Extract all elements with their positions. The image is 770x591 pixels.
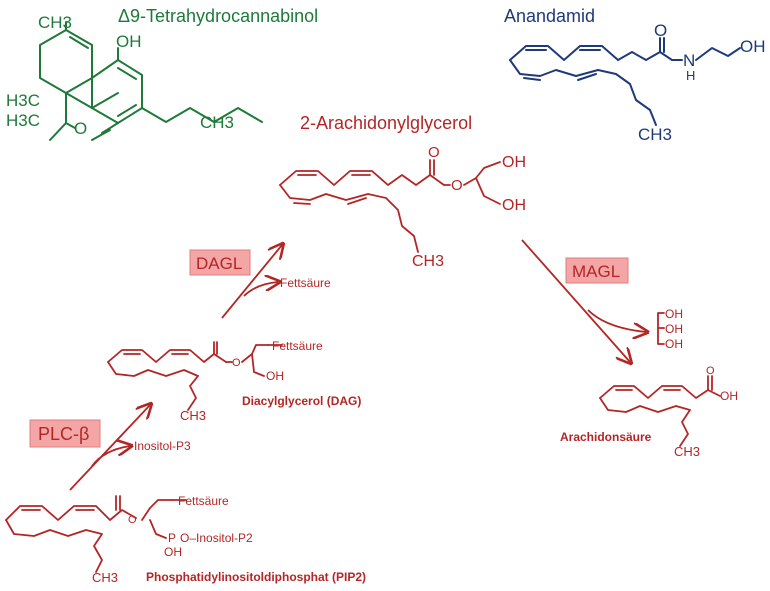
thc-h3c-label-1: H3C bbox=[6, 91, 40, 110]
byproduct-inositol: Inositol-P3 bbox=[134, 439, 191, 453]
pathway-arrows bbox=[69, 239, 646, 491]
ag2-oh2-label: OH bbox=[502, 197, 526, 214]
glycerol-bonds bbox=[657, 312, 665, 345]
dag-oh-label: OH bbox=[266, 369, 284, 383]
anandamid-oh-label: OH bbox=[740, 37, 766, 56]
arachidon-oh-label: OH bbox=[720, 389, 738, 403]
glycerol-oh2-label: OH bbox=[665, 322, 683, 336]
pip2-structure: O Fettsäure P O–Inositol-P2 OH CH3 Phosp… bbox=[5, 494, 366, 585]
enzyme-magl-box bbox=[565, 257, 629, 284]
thc-oh-label: OH bbox=[116, 32, 142, 51]
dag-name: Diacylglycerol (DAG) bbox=[242, 394, 361, 408]
thc-bonds bbox=[39, 21, 263, 141]
arrow-glycerol-branch bbox=[587, 309, 646, 332]
ag2-structure: O O OH OH CH3 2-Arachidonylglycerol bbox=[279, 113, 526, 270]
ag2-ester-o-label: O bbox=[451, 177, 463, 194]
arrow-inositol-branch bbox=[91, 446, 130, 467]
anandamid-h-label: H bbox=[686, 68, 695, 83]
enzyme-dagl: DAGL bbox=[189, 249, 251, 276]
arachidon-o-label: O bbox=[706, 365, 715, 377]
anandamid-n-label: N bbox=[683, 51, 695, 70]
arachidon-ch3-label: CH3 bbox=[674, 444, 700, 459]
glycerol-structure: OH OH OH bbox=[657, 307, 683, 351]
byproduct-fettsaeure: Fettsäure bbox=[280, 276, 331, 290]
pip2-oh-label: OH bbox=[164, 545, 182, 559]
anandamid-bonds bbox=[509, 37, 741, 126]
thc-ring-oxygen-label: O bbox=[74, 119, 87, 138]
arrow-dag-to-2ag bbox=[221, 245, 282, 319]
enzyme-dagl-box bbox=[189, 249, 251, 276]
pip2-ester-o-label: O bbox=[128, 514, 137, 526]
enzyme-magl: MAGL bbox=[565, 257, 629, 284]
glycerol-oh1-label: OH bbox=[665, 307, 683, 321]
thc-ch3-tail-label: CH3 bbox=[200, 113, 234, 132]
thc-structure: CH3 OH H3C H3C O CH3 Δ9-Tetrahydrocannab… bbox=[6, 6, 318, 141]
thc-name: Δ9-Tetrahydrocannabinol bbox=[118, 6, 318, 26]
ag2-oh1-label: OH bbox=[502, 154, 526, 171]
pip2-ch3-label: CH3 bbox=[92, 570, 118, 585]
ag2-bonds bbox=[279, 159, 501, 253]
ag2-ch3-label: CH3 bbox=[412, 253, 444, 270]
arrow-pip2-to-dag bbox=[69, 405, 150, 491]
glycerol-oh3-label: OH bbox=[665, 337, 683, 351]
enzyme-plc: PLC-β bbox=[29, 419, 101, 448]
pip2-name: Phosphatidylinositoldiphosphat (PIP2) bbox=[146, 570, 366, 584]
dag-structure: O Fettsäure OH CH3 Diacylglycerol (DAG) bbox=[107, 339, 361, 423]
dag-bonds bbox=[107, 341, 283, 411]
dag-fa-label: Fettsäure bbox=[272, 339, 323, 353]
anandamid-name: Anandamid bbox=[504, 6, 595, 26]
dag-ester-o-label: O bbox=[232, 357, 241, 369]
arrow-2ag-to-arachidon bbox=[521, 239, 630, 362]
ag2-carbonyl-o-label: O bbox=[428, 144, 440, 161]
enzyme-dagl-label: DAGL bbox=[196, 254, 242, 273]
thc-h3c-label-2: H3C bbox=[6, 111, 40, 130]
pip2-inositol-label: O–Inositol-P2 bbox=[180, 531, 253, 545]
enzyme-plc-label: PLC-β bbox=[38, 424, 89, 444]
anandamid-ch3-label: CH3 bbox=[638, 125, 672, 144]
anandamid-structure: O N H OH CH3 Anandamid bbox=[504, 6, 766, 144]
pip2-p-label: P bbox=[168, 531, 176, 545]
arachidon-name: Arachidonsäure bbox=[560, 430, 652, 444]
ag2-name: 2-Arachidonylglycerol bbox=[300, 113, 472, 133]
arrow-fettsaeure-branch bbox=[243, 282, 278, 297]
pip2-fa-label: Fettsäure bbox=[178, 494, 229, 508]
enzyme-plc-box bbox=[29, 419, 101, 448]
pip2-bonds bbox=[5, 495, 187, 573]
enzyme-magl-label: MAGL bbox=[572, 262, 620, 281]
dag-ch3-label: CH3 bbox=[180, 408, 206, 423]
anandamid-o-label: O bbox=[654, 21, 667, 40]
arachidon-structure: O OH CH3 Arachidonsäure bbox=[560, 365, 738, 459]
arachidon-bonds bbox=[599, 375, 721, 447]
thc-ch3-top-label: CH3 bbox=[38, 13, 72, 32]
